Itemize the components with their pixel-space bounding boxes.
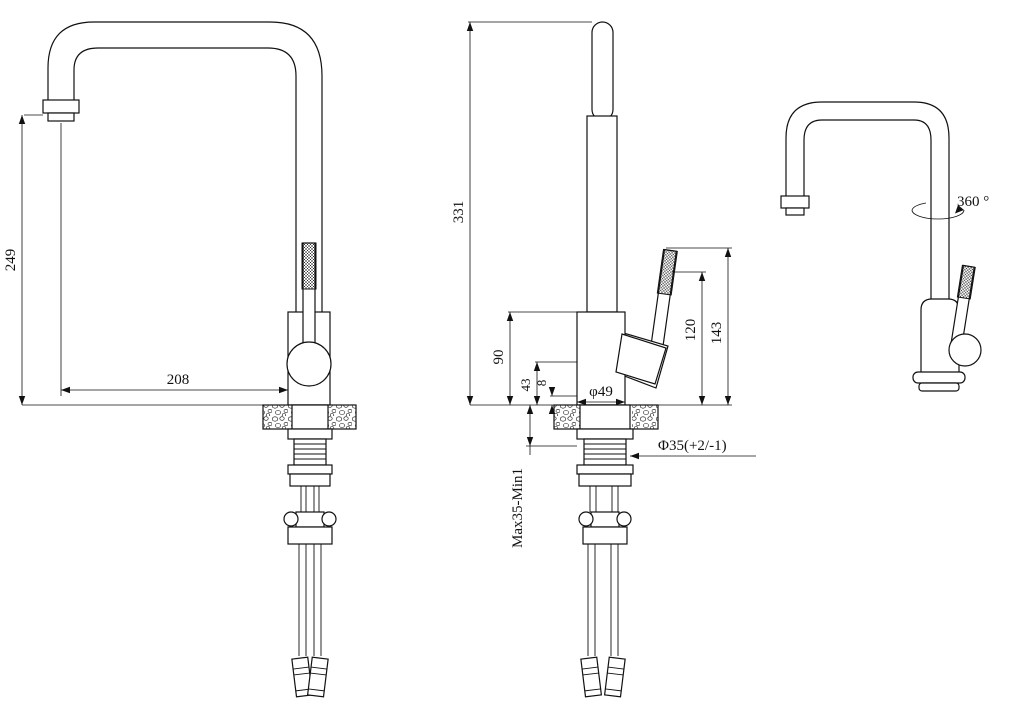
knurl-texture [656,248,678,296]
wing-nut-ear [283,511,299,527]
dim-label-spout-reach: 208 [167,372,190,388]
wing-nut-ear [321,511,337,527]
spout-collar [780,195,810,209]
granite-texture [632,405,658,429]
dim-label-body-height: 90 [491,350,507,365]
dim-hole-diameter: Φ35(+2/-1) [630,438,756,460]
front-mounting-hardware [283,428,337,545]
threaded-shank [583,438,627,466]
aerator [785,207,805,216]
dim-label-base-diameter: φ49 [589,384,613,400]
side-countertop [553,404,659,430]
knurl-texture [301,242,317,290]
granite-texture [554,405,580,429]
handle-ball [286,341,332,387]
dim-base-diameter: φ49 [577,384,625,406]
perspective-view: 360 ° [780,101,989,392]
swivel-arc-stub [911,202,927,211]
dim-label-base-plate: 8 [534,380,549,387]
shank-through-counter [291,404,329,430]
swivel-arrowhead [955,205,964,214]
swivel-annotation: 360 ° [911,194,989,220]
dim-249: 249 [3,114,263,406]
wing-nut-ear [616,511,632,527]
dim-120: 120 [672,271,706,405]
wing-nut-ear [578,511,594,527]
side-supply-hoses [580,544,626,698]
granite-texture [263,405,292,429]
dim-label-mounting-range: Max35-Min1 [510,468,526,548]
dim-208: 208 [60,123,288,396]
hose-fitting [291,656,314,698]
side-riser-pipe [586,115,618,313]
dim-90: 90 [491,311,577,405]
mounting-nut [578,473,632,487]
persp-spout [780,101,950,300]
front-supply-hoses [291,544,329,698]
dim-mounting-range: Max35-Min1 [510,405,577,548]
hose-fitting [603,656,626,698]
dim-8: 8 [534,380,577,414]
front-countertop [262,404,357,430]
mounting-nut [289,473,331,487]
swivel-label: 360 ° [957,194,989,210]
persp-base [912,371,966,392]
side-mounting-hardware [576,428,634,545]
spout-collar [42,99,80,114]
dim-label-hole-diameter: Φ35(+2/-1) [658,438,727,454]
dim-43: 43 [518,361,577,405]
dim-label-neck-height: 43 [518,379,533,392]
hose-fitting [580,656,603,698]
front-spout [42,21,323,312]
dim-label-total-height: 331 [451,201,467,224]
shank-through-counter [579,404,631,430]
knurl-texture [956,264,976,300]
handle-ball [948,333,982,367]
granite-texture [328,405,356,429]
dim-331: 331 [451,21,592,406]
dim-143: 143 [658,247,732,406]
aerator [47,112,75,122]
threaded-shank [293,438,327,466]
swivel-arc [911,209,965,220]
side-body [576,311,626,406]
dim-label-lever-height: 143 [709,322,725,345]
dim-label-spout-height: 249 [3,249,19,272]
handle-cone-front [615,333,667,385]
side-spout-end [591,21,614,121]
side-view: 331 90 43 8 120 [451,21,756,698]
front-handle [286,242,332,387]
hose-fitting [306,656,329,698]
front-view: 249 208 [3,21,357,698]
dim-label-handle-height: 120 [683,319,699,342]
persp-handle [948,264,982,367]
